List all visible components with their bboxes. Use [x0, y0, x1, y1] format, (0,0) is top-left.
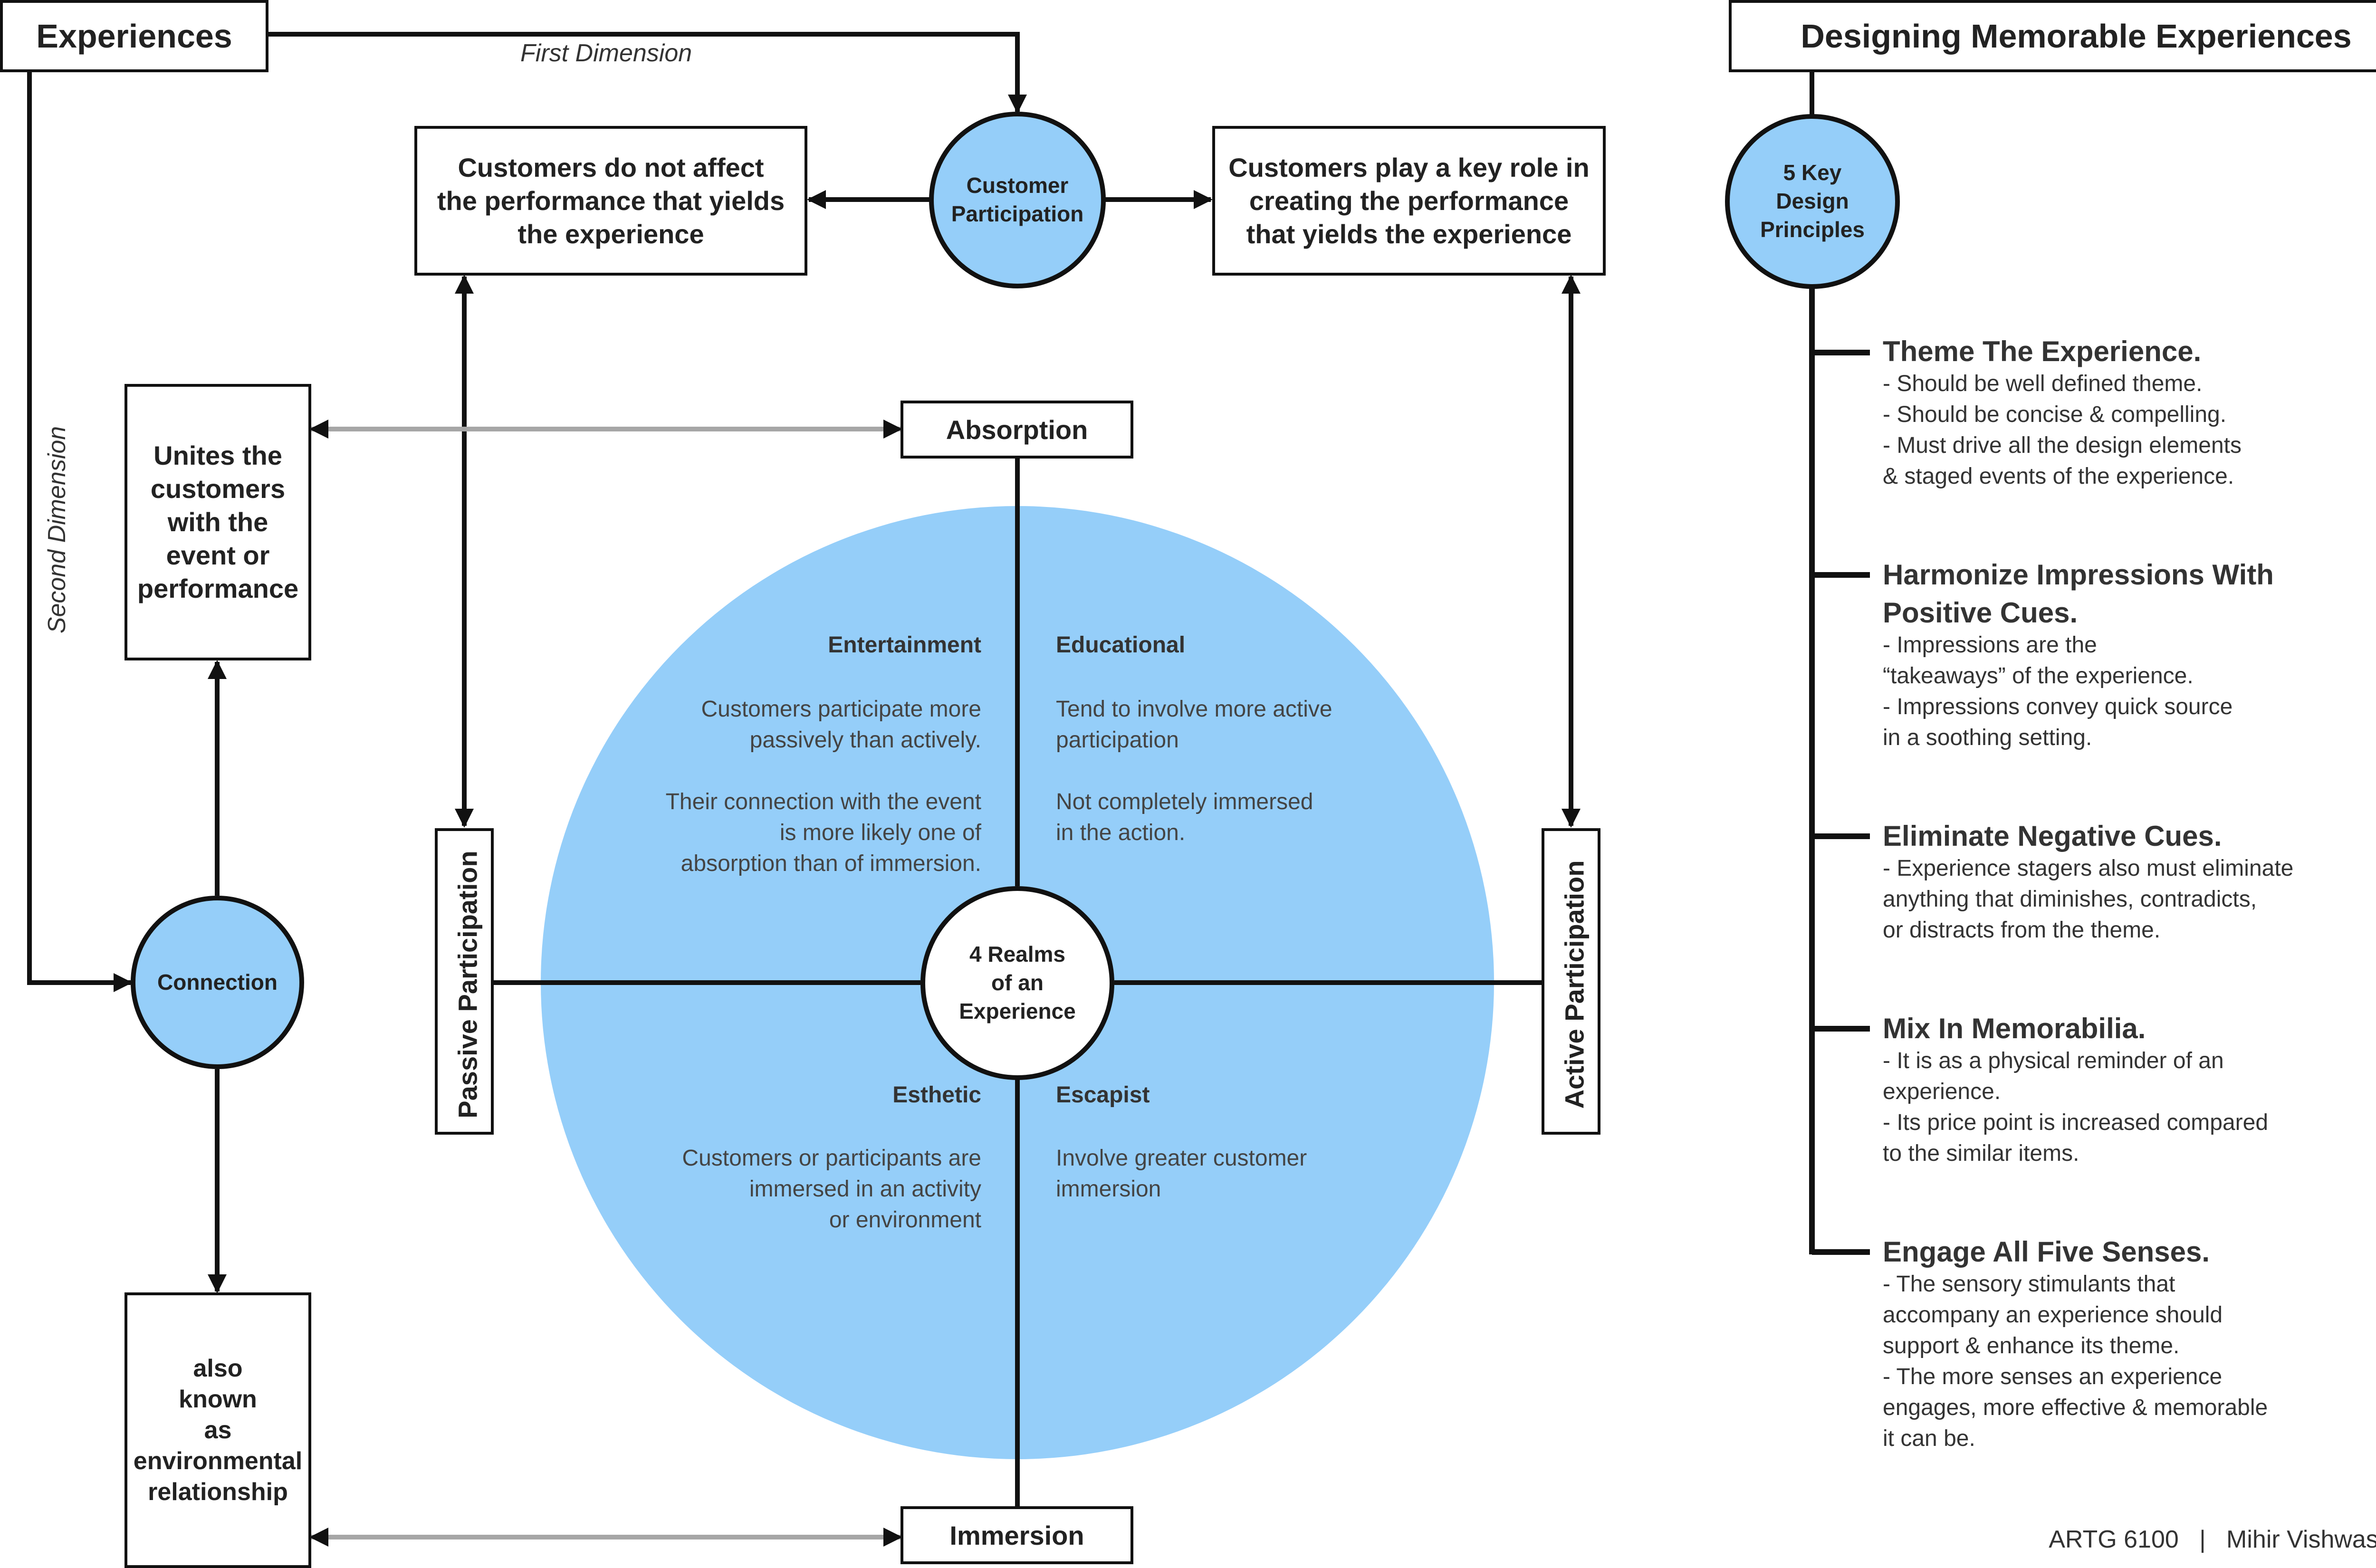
key-principles-hub: 5 Key Design Principles [1725, 114, 1900, 289]
unites-box: Unites the customers with the event or p… [125, 384, 311, 660]
first-dimension-connector [268, 32, 1027, 114]
educational-text: Tend to involve more active participatio… [1056, 697, 1332, 845]
customer-participation-label: Customer Participation [951, 173, 1084, 226]
key-role-box: Customers play a key role in creating th… [1212, 126, 1606, 276]
connection-node: Connection [131, 896, 304, 1069]
environmental-relationship-box: also known as environmental relationship [125, 1292, 311, 1568]
absorption-box: Absorption [901, 401, 1133, 459]
principle-title-2: Harmonize Impressions With Positive Cues… [1883, 559, 2274, 629]
principle-bullets-5: - The sensory stimulants that accompany … [1883, 1272, 2268, 1451]
connection-label: Connection [157, 969, 278, 994]
passive-participation-label: Passive Participation [452, 851, 482, 1119]
second-dimension-connector [27, 69, 133, 992]
active-participation-box: Active Participation [1542, 828, 1600, 1135]
escapist-title: Escapist [1056, 1082, 1150, 1108]
principle-bullets-4: - It is as a physical reminder of an exp… [1883, 1048, 2269, 1166]
esthetic-text: Customers or participants are immersed i… [682, 1146, 981, 1233]
principle-title-4: Mix In Memorabilia. [1883, 1013, 2146, 1044]
immersion-box: Immersion [901, 1506, 1133, 1564]
passive-participation-box: Passive Participation [435, 828, 494, 1135]
active-participation-label: Active Participation [1559, 860, 1589, 1109]
design-title-box: Designing Memorable Experiences [1729, 0, 2376, 72]
esthetic-title: Esthetic [892, 1082, 981, 1108]
experiences-title-box: Experiences [0, 0, 268, 72]
escapist-text: Involve greater customer immersion [1056, 1146, 1307, 1202]
principle-title-5: Engage All Five Senses. [1883, 1236, 2210, 1268]
principle-title-3: Eliminate Negative Cues. [1883, 820, 2222, 852]
design-title: Designing Memorable Experiences [1801, 18, 2352, 55]
principle-bullets-3: - Experience stagers also must eliminate… [1883, 856, 2294, 943]
second-dimension-label: Second Dimension [43, 426, 71, 634]
experiences-title: Experiences [36, 18, 232, 55]
entertainment-title: Entertainment [828, 632, 981, 658]
four-realms-center: 4 Realms of an Experience [920, 886, 1114, 1080]
principle-title-1: Theme The Experience. [1883, 335, 2202, 367]
customer-participation-node: Customer Participation [929, 112, 1106, 288]
first-dimension-label: First Dimension [520, 39, 692, 67]
principle-bullets-1: - Should be well defined theme. - Should… [1883, 371, 2242, 489]
educational-title: Educational [1056, 632, 1186, 658]
principle-bullets-2: - Impressions are the “takeaways” of the… [1883, 632, 2233, 750]
footer-credit: ARTG 6100 | Mihir Vishwasrao [2049, 1526, 2376, 1553]
no-affect-box: Customers do not affect the performance … [414, 126, 807, 276]
entertainment-text: Customers participate more passively tha… [665, 697, 981, 876]
